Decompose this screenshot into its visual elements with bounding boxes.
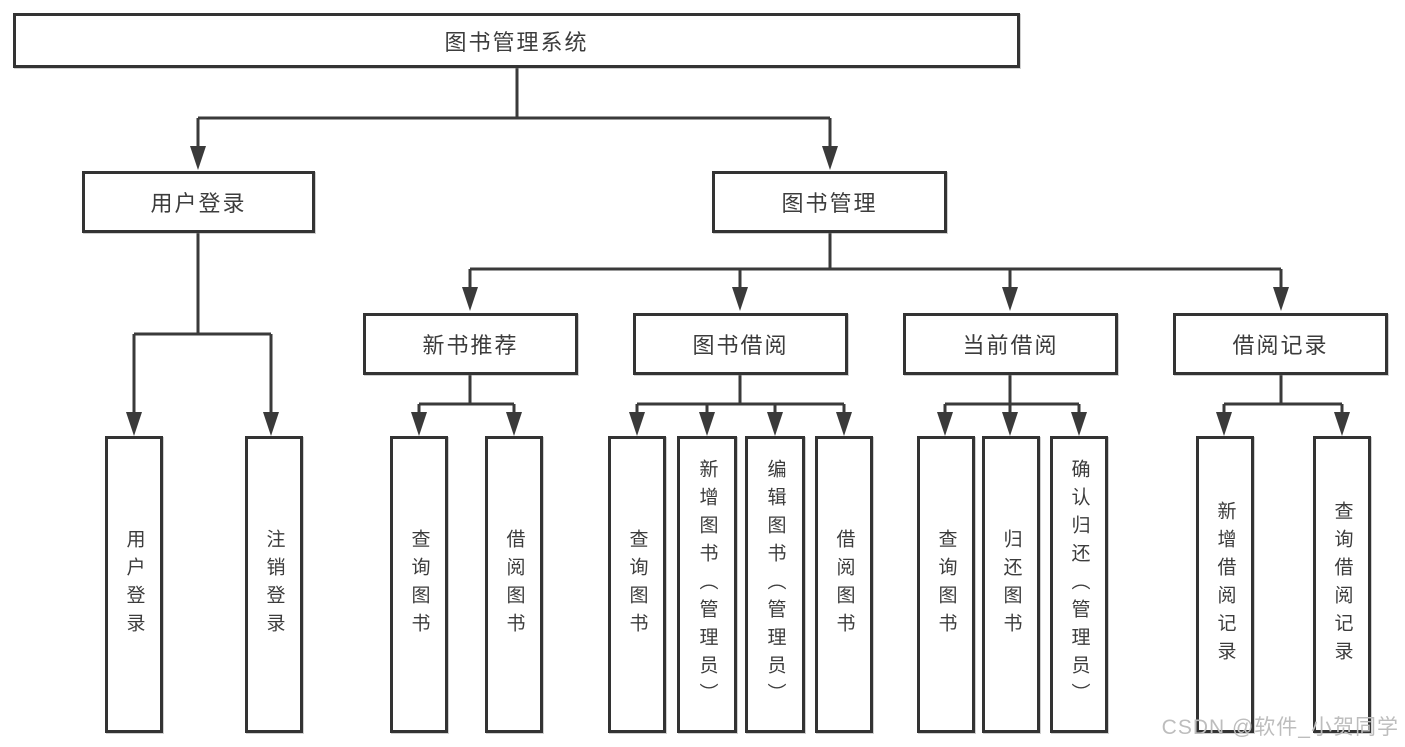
node-library-system: 图书管理系统: [13, 13, 1020, 68]
node-user-login: 用户登录: [82, 171, 315, 233]
leaf-borrow-books: 借阅图书: [815, 436, 873, 733]
arrowhead-icons: [126, 146, 1350, 436]
leaf-confirm-return-admin: 确认归还（管理员）: [1050, 436, 1108, 733]
leaf-query-books-current: 查询图书: [917, 436, 975, 733]
leaf-add-borrow-record: 新增借阅记录: [1196, 436, 1254, 733]
leaf-query-books-borrow: 查询图书: [608, 436, 666, 733]
leaf-borrow-books-recommend: 借阅图书: [485, 436, 543, 733]
leaf-logout: 注销登录: [245, 436, 303, 733]
leaf-edit-books-admin: 编辑图书（管理员）: [745, 436, 805, 733]
leaf-query-books-recommend: 查询图书: [390, 436, 448, 733]
node-new-book-recommend: 新书推荐: [363, 313, 578, 375]
csdn-watermark: CSDN @软件_小贺同学: [1161, 716, 1399, 739]
node-current-borrow: 当前借阅: [903, 313, 1118, 375]
leaf-user-login: 用户登录: [105, 436, 163, 733]
node-book-management: 图书管理: [712, 171, 947, 233]
leaf-query-borrow-record: 查询借阅记录: [1313, 436, 1371, 733]
node-book-borrow: 图书借阅: [633, 313, 848, 375]
leaf-add-books-admin: 新增图书（管理员）: [677, 436, 737, 733]
leaf-return-books: 归还图书: [982, 436, 1040, 733]
node-borrow-records: 借阅记录: [1173, 313, 1388, 375]
